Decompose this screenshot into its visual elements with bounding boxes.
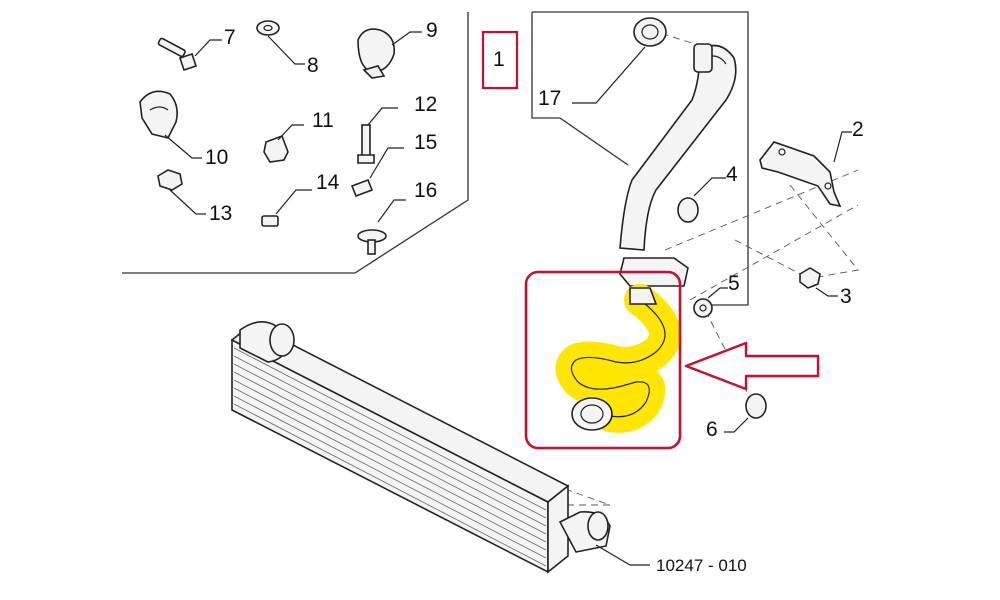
part-12-stud (357, 107, 398, 164)
part-4-grommet (677, 177, 726, 223)
part-10-bracket (139, 90, 202, 159)
part-3-bolt (799, 267, 838, 297)
drawing-reference-number: 10247 - 010 (656, 556, 747, 575)
callout-14[interactable]: 14 (316, 171, 340, 194)
callout-9[interactable]: 9 (426, 19, 438, 42)
callout-17[interactable]: 17 (538, 87, 561, 110)
callout-12[interactable]: 12 (414, 93, 437, 116)
intercooler-fin-line (233, 379, 547, 543)
part-15-bolt (350, 147, 404, 198)
part-11-clamp (263, 124, 304, 163)
part-9-clip (357, 28, 422, 79)
selection-markers (481, 30, 820, 450)
callout-2[interactable]: 2 (852, 118, 864, 141)
part-5-nut (693, 287, 728, 318)
callout-3[interactable]: 3 (840, 285, 852, 308)
part-16-stud (357, 199, 406, 255)
callout-7[interactable]: 7 (224, 26, 236, 49)
highlighted-hose (555, 284, 681, 433)
part-2-bracket (759, 131, 852, 208)
intercooler (230, 321, 650, 574)
intercooler-fin-line (233, 387, 547, 551)
part-17-gasket (572, 17, 667, 104)
part-6-mount (724, 393, 767, 433)
upper-hose (619, 43, 737, 287)
part-13-nut (157, 169, 206, 215)
pointer-arrow (684, 341, 820, 391)
callout-8[interactable]: 8 (307, 54, 319, 77)
intercooler-fin-line (233, 363, 547, 527)
callout-5[interactable]: 5 (728, 272, 740, 295)
part-14-bolt (261, 189, 312, 227)
intercooler-fin-line (233, 395, 547, 559)
callout-6[interactable]: 6 (706, 418, 718, 441)
callout-16[interactable]: 16 (414, 179, 437, 202)
callout-1-highlight-box (481, 30, 519, 90)
callout-11[interactable]: 11 (312, 109, 334, 132)
hose-assembly-frame (531, 11, 749, 306)
callout-10[interactable]: 10 (205, 146, 228, 169)
small-parts-panel (122, 12, 469, 274)
callout-1[interactable]: 1 (493, 48, 505, 71)
intercooler-fin-line (233, 355, 547, 519)
callout-15[interactable]: 15 (414, 131, 437, 154)
intercooler-fin-line (233, 371, 547, 535)
part-8-washer (256, 20, 305, 65)
part-7-bolt (157, 37, 222, 72)
callout-13[interactable]: 13 (209, 202, 232, 225)
intercooler-fin-line (233, 347, 547, 511)
callout-labels: 1 2 3 4 5 6 7 8 9 10 11 12 13 14 15 16 1… (205, 19, 864, 575)
intercooler-fin-line (233, 403, 547, 567)
hose-highlight-box (524, 270, 682, 450)
callout-4[interactable]: 4 (726, 163, 738, 186)
